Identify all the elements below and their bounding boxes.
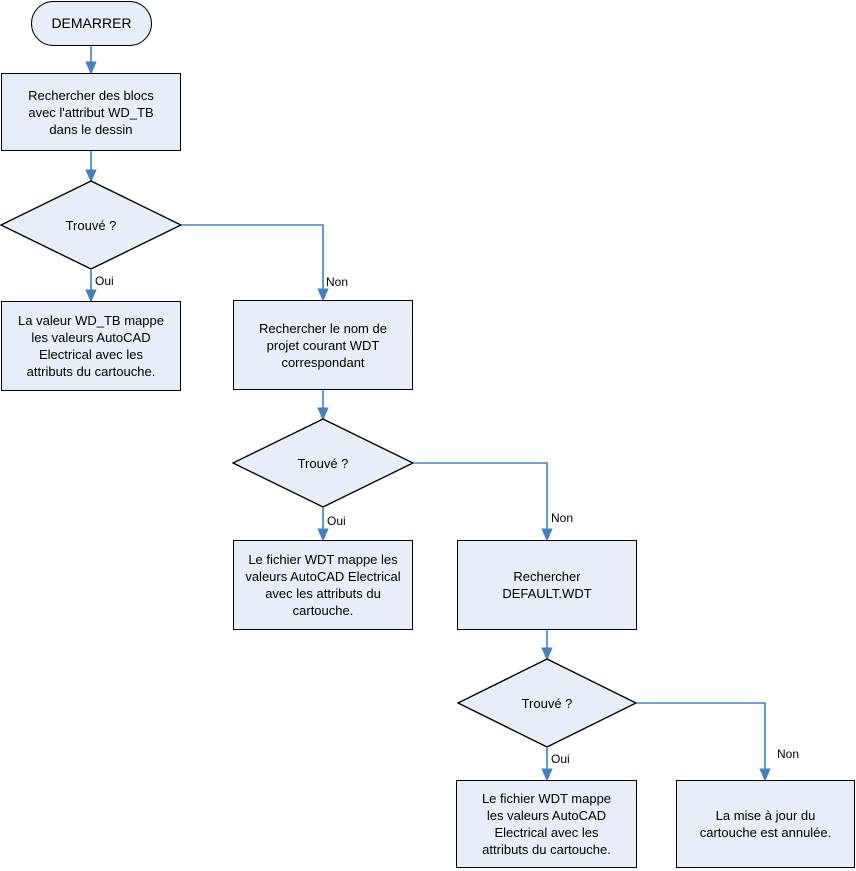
node-search-default-wdt-label: Rechercher DEFAULT.WDT	[502, 569, 592, 601]
node-decision-3-label: Trouvé ?	[521, 695, 573, 711]
edge-label-oui-1: Oui	[95, 274, 114, 288]
edge-label-non-3: Non	[777, 747, 800, 761]
edge-label-non-1: Non	[326, 275, 349, 289]
node-search-default-wdt[interactable]: Rechercher DEFAULT.WDT	[457, 540, 637, 630]
node-result-default-wdt[interactable]: Le fichier WDT mappe les valeurs AutoCAD…	[456, 780, 637, 868]
diamond-shape-2	[232, 418, 414, 508]
edge-label-oui-3: Oui	[551, 752, 570, 766]
node-decision-1-label: Trouvé ?	[65, 217, 117, 233]
node-decision-2[interactable]: Trouvé ?	[232, 418, 414, 508]
node-search-project-wdt[interactable]: Rechercher le nom de projet courant WDT …	[233, 300, 413, 390]
edge-label-oui-2: Oui	[327, 514, 346, 528]
node-result-wd-tb-label: La valeur WD_TB mappe les valeurs AutoCA…	[18, 313, 164, 379]
node-start[interactable]: DEMARRER	[31, 1, 152, 46]
node-search-wd-tb-label: Rechercher des blocs avec l'attribut WD_…	[28, 87, 154, 137]
node-cancelled-label: La mise à jour du cartouche est annulée.	[699, 808, 832, 840]
edge-decision3-non	[637, 702, 771, 782]
node-decision-3[interactable]: Trouvé ?	[457, 658, 637, 748]
edge-label-non-2: Non	[551, 511, 574, 525]
node-decision-2-label: Trouvé ?	[297, 455, 349, 471]
node-result-default-wdt-label: Le fichier WDT mappe les valeurs AutoCAD…	[481, 791, 612, 857]
node-start-label: DEMARRER	[51, 15, 132, 31]
node-result-wd-tb[interactable]: La valeur WD_TB mappe les valeurs AutoCA…	[1, 301, 181, 391]
node-search-project-wdt-label: Rechercher le nom de projet courant WDT …	[259, 320, 387, 370]
node-search-wd-tb[interactable]: Rechercher des blocs avec l'attribut WD_…	[1, 73, 181, 151]
diamond-shape-3	[457, 658, 637, 748]
diamond-shape-1	[0, 180, 182, 270]
node-result-project-wdt-label: Le fichier WDT mappe les valeurs AutoCAD…	[245, 552, 401, 618]
node-result-project-wdt[interactable]: Le fichier WDT mappe les valeurs AutoCAD…	[233, 540, 413, 630]
node-cancelled[interactable]: La mise à jour du cartouche est annulée.	[676, 780, 855, 868]
edge-decision2-non	[414, 462, 553, 542]
edge-decision1-non	[182, 224, 329, 302]
node-decision-1[interactable]: Trouvé ?	[0, 180, 182, 270]
